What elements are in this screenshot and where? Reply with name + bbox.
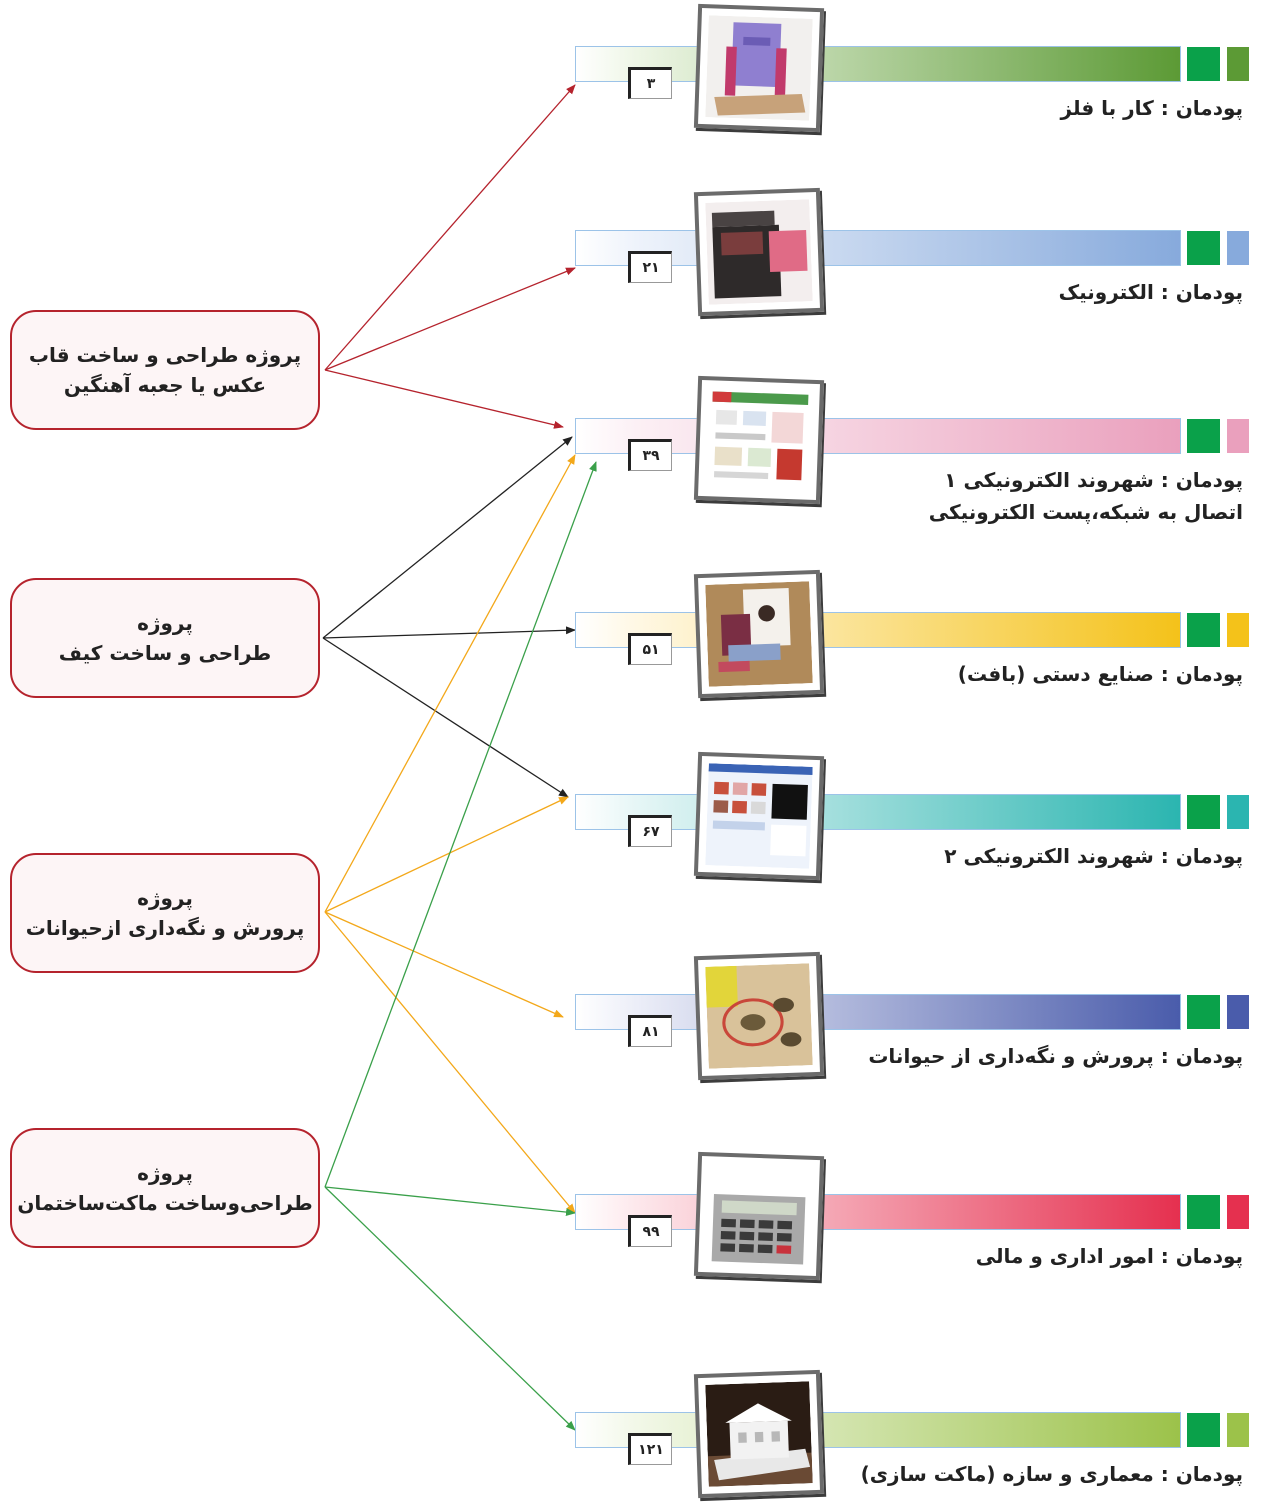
project-title-line1: پروژه طراحی و ساخت قاب bbox=[28, 343, 302, 367]
connector-arrow bbox=[324, 796, 569, 913]
module-photo bbox=[693, 1369, 825, 1499]
module-color-bar bbox=[575, 1412, 1181, 1448]
module-color-bar bbox=[575, 794, 1181, 830]
module-square-accent bbox=[1227, 419, 1249, 453]
module-photo bbox=[693, 751, 825, 881]
module-color-bar bbox=[575, 994, 1181, 1030]
module-square-green bbox=[1187, 47, 1220, 81]
project-box-animals: پروژه پرورش و نگه‌داری ازحیوانات bbox=[10, 853, 320, 973]
page-number: ۳۹ bbox=[628, 439, 672, 471]
module-square-green bbox=[1187, 231, 1220, 265]
module-label: پودمان : معماری و سازه (ماکت سازی) bbox=[860, 1462, 1243, 1486]
module-label: پودمان : کار با فلز bbox=[1060, 96, 1244, 120]
building-model-photo-icon bbox=[705, 1381, 813, 1487]
connector-arrow bbox=[324, 369, 564, 429]
page-number: ۱۲۱ bbox=[628, 1433, 672, 1465]
module-square-accent bbox=[1227, 995, 1249, 1029]
animals-photo-icon bbox=[705, 963, 813, 1069]
connector-arrow bbox=[322, 637, 569, 798]
module-photo bbox=[693, 375, 825, 505]
module-row-metal: ۳ پودمان : کار با فلز bbox=[575, 3, 1251, 146]
project-title-line2: عکس یا جعبه آهنگین bbox=[63, 373, 267, 397]
module-square-green bbox=[1187, 1413, 1220, 1447]
module-row-e-citizen-2: ۶۷ پودمان : شهروند الکترونیکی ۲ bbox=[575, 751, 1251, 894]
module-color-bar bbox=[575, 612, 1181, 648]
page-number: ۶۷ bbox=[628, 815, 672, 847]
connector-arrow bbox=[322, 626, 576, 639]
module-photo bbox=[693, 1151, 825, 1281]
project-title-line2: طراحی و ساخت کیف bbox=[58, 641, 272, 665]
project-title-line1: پروژه bbox=[137, 886, 193, 910]
electronics-box-photo-icon bbox=[705, 199, 813, 305]
module-label: پودمان : شهروند الکترونیکی ۲ bbox=[944, 844, 1243, 868]
module-label: پودمان : صنایع دستی (بافت) bbox=[957, 662, 1243, 686]
module-row-e-citizen-1: ۳۹ پودمان : شهروند الکترونیکی ۱ اتصال به… bbox=[575, 375, 1251, 524]
metal-frame-photo-icon bbox=[705, 15, 813, 121]
website-screenshot-photo-icon bbox=[705, 387, 813, 493]
module-square-accent bbox=[1227, 1413, 1249, 1447]
module-row-office: ۹۹ پودمان : امور اداری و مالی bbox=[575, 1151, 1251, 1294]
module-label-line1: پودمان : شهروند الکترونیکی ۱ bbox=[944, 468, 1243, 492]
connector-arrow bbox=[324, 267, 576, 371]
module-row-handicraft: ۵۱ پودمان : صنایع دستی (بافت) bbox=[575, 569, 1251, 712]
project-box-building-model: پروژه طراحی‌وساخت ماکت‌ساختمان bbox=[10, 1128, 320, 1248]
module-label-line2: اتصال به شبکه،پست الکترونیکی bbox=[928, 500, 1243, 524]
page-number: ۸۱ bbox=[628, 1015, 672, 1047]
connector-arrow bbox=[324, 461, 597, 1188]
module-color-bar bbox=[575, 1194, 1181, 1230]
module-photo bbox=[693, 951, 825, 1081]
connector-arrow bbox=[324, 911, 576, 1214]
connector-arrow bbox=[324, 1186, 576, 1431]
module-square-accent bbox=[1227, 47, 1249, 81]
project-box-frame: پروژه طراحی و ساخت قاب عکس یا جعبه آهنگی… bbox=[10, 310, 320, 430]
page-number: ۲۱ bbox=[628, 251, 672, 283]
software-screenshot-photo-icon bbox=[705, 763, 813, 869]
calculator-photo-icon bbox=[705, 1163, 813, 1269]
project-title-line2: پرورش و نگه‌داری ازحیوانات bbox=[25, 916, 305, 940]
module-square-green bbox=[1187, 995, 1220, 1029]
module-row-electronics: ۲۱ پودمان : الکترونیک bbox=[575, 187, 1251, 330]
module-square-accent bbox=[1227, 613, 1249, 647]
module-square-accent bbox=[1227, 231, 1249, 265]
module-square-accent bbox=[1227, 795, 1249, 829]
connector-arrow bbox=[324, 454, 576, 913]
project-title-line1: پروژه bbox=[137, 1161, 193, 1185]
module-color-bar bbox=[575, 418, 1181, 454]
page-number: ۹۹ bbox=[628, 1215, 672, 1247]
project-title-line1: پروژه bbox=[137, 611, 193, 635]
module-photo bbox=[693, 3, 825, 133]
module-square-accent bbox=[1227, 1195, 1249, 1229]
module-label: پودمان : شهروند الکترونیکی ۱ اتصال به شب… bbox=[929, 464, 1243, 528]
project-box-bag: پروژه طراحی و ساخت کیف bbox=[10, 578, 320, 698]
module-square-green bbox=[1187, 613, 1220, 647]
module-label: پودمان : پرورش و نگه‌داری از حیوانات bbox=[868, 1044, 1243, 1068]
module-photo bbox=[693, 187, 825, 317]
module-photo bbox=[693, 569, 825, 699]
module-label: پودمان : الکترونیک bbox=[1058, 280, 1243, 304]
module-label: پودمان : امور اداری و مالی bbox=[975, 1244, 1243, 1268]
handicraft-photo-icon bbox=[705, 581, 813, 687]
module-color-bar bbox=[575, 46, 1181, 82]
module-color-bar bbox=[575, 230, 1181, 266]
module-row-architecture: ۱۲۱ پودمان : معماری و سازه (ماکت سازی) bbox=[575, 1369, 1251, 1512]
connector-arrow bbox=[324, 911, 564, 1018]
page-number: ۵۱ bbox=[628, 633, 672, 665]
module-row-animals: ۸۱ پودمان : پرورش و نگه‌داری از حیوانات bbox=[575, 951, 1251, 1094]
page-number: ۳ bbox=[628, 67, 672, 99]
connector-arrow bbox=[324, 1186, 576, 1217]
module-square-green bbox=[1187, 795, 1220, 829]
connector-arrow bbox=[322, 436, 573, 639]
module-square-green bbox=[1187, 419, 1220, 453]
module-square-green bbox=[1187, 1195, 1220, 1229]
project-title-line2: طراحی‌وساخت ماکت‌ساختمان bbox=[17, 1191, 313, 1215]
connector-arrow bbox=[324, 84, 576, 371]
